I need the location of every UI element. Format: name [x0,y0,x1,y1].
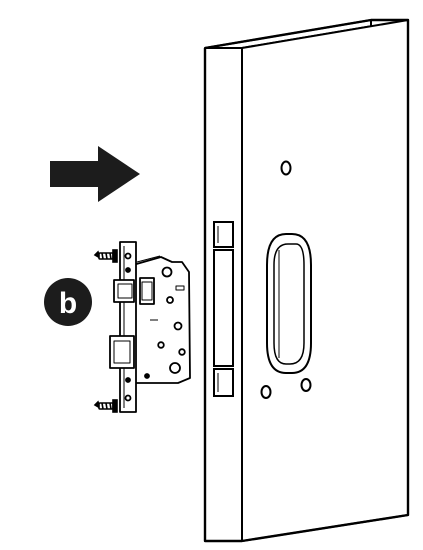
mortise-lock-body [109,241,191,413]
lock-slot [266,233,312,374]
door-face-holes [260,160,312,399]
step-badge-label: b [59,287,77,320]
latch-slot-top [213,221,234,248]
mortise-pocket [213,249,234,367]
screw-hole-right [300,378,312,392]
screw-bottom [93,399,118,413]
lock-case [132,256,191,384]
latch-slot-bottom [213,368,234,397]
step-badge: b [44,278,92,326]
door-edge-cutouts [213,221,234,397]
screw-hole-left [260,385,272,399]
door-panel [203,18,410,543]
screw-icon [93,249,118,413]
spindle-hole-top [280,160,292,176]
cylinder-hole [169,362,181,374]
screw-top [93,249,118,263]
faceplate-screw-hole-bottom [124,394,132,402]
arrow-right-icon [50,146,140,202]
faceplate-screw-hole-top [124,252,132,260]
